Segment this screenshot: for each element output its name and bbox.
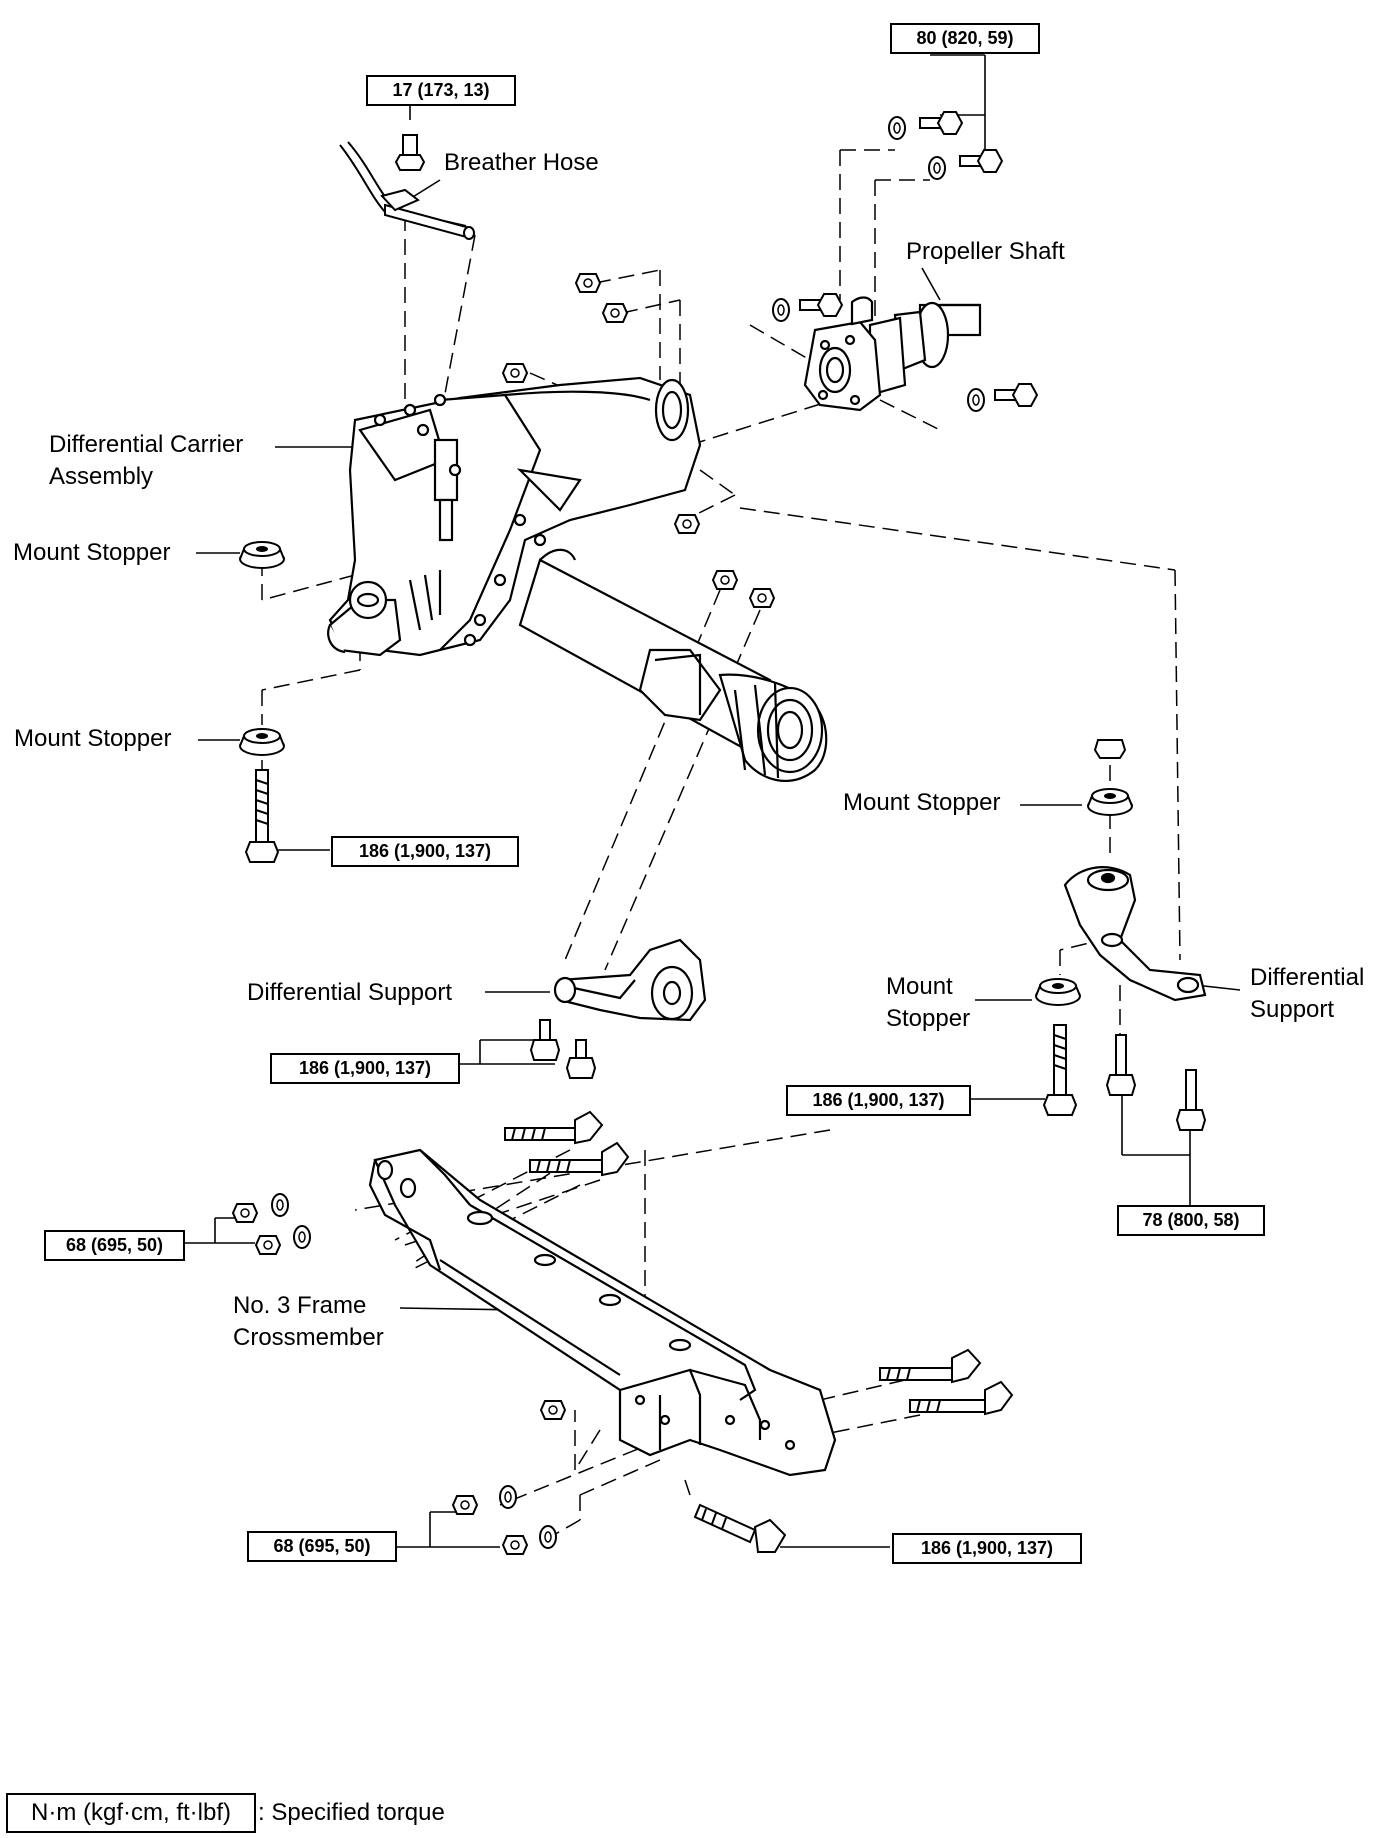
differential-support-right-part [1063,866,1207,1002]
differential-support-left-part [553,938,707,1022]
fasteners [239,111,1207,1131]
differential-carrier-part [327,376,702,657]
mount-stopper-right-low-label-line1: Mount [886,973,953,1000]
propeller-shaft-part [803,296,982,412]
legend-meaning: : Specified torque [258,1799,445,1826]
torque-mount-bolt-right: 186 (1,900, 137) [786,1085,971,1116]
crossmember-label-line1: No. 3 Frame [233,1292,367,1319]
torque-crossmember-bolt-lower: 186 (1,900, 137) [892,1533,1082,1564]
propeller-shaft-label: Propeller Shaft [906,238,1065,265]
torque-crossmember-nuts-lower: 68 (695, 50) [247,1531,397,1562]
differential-carrier-label-line1: Differential Carrier [49,431,244,458]
crossmember-bolts [504,1110,1014,1553]
legend-unit-box: N·m (kgf·cm, ft·lbf) [6,1793,256,1833]
torque-breather-bolt: 17 (173, 13) [366,75,516,106]
differential-support-right-label-line2: Support [1250,996,1335,1023]
torque-support-bolts-right: 78 (800, 58) [1117,1205,1265,1236]
breather-hose-label: Breather Hose [444,149,599,176]
crossmember-part [368,1148,837,1477]
differential-support-right-label-line1: Differential [1250,964,1365,991]
breather-hose-part [339,134,475,240]
mount-stopper-right-label: Mount Stopper [843,789,1001,816]
crossmember-label-line2: Crossmember [233,1324,384,1351]
torque-crossmember-nuts-upper: 68 (695, 50) [44,1230,185,1261]
torque-mount-bolt-left: 186 (1,900, 137) [331,836,519,867]
differential-support-left-label: Differential Support [247,979,453,1006]
mount-stopper-upper-label: Mount Stopper [13,539,171,566]
mount-stopper-lower-label: Mount Stopper [14,725,172,752]
mount-stopper-right-low-label-line2: Stopper [886,1005,971,1032]
torque-propeller-bolts: 80 (820, 59) [890,23,1040,54]
differential-carrier-label-line2: Assembly [49,463,154,490]
axle-tube-part [518,548,828,782]
torque-support-bolts-left: 186 (1,900, 137) [270,1053,460,1084]
